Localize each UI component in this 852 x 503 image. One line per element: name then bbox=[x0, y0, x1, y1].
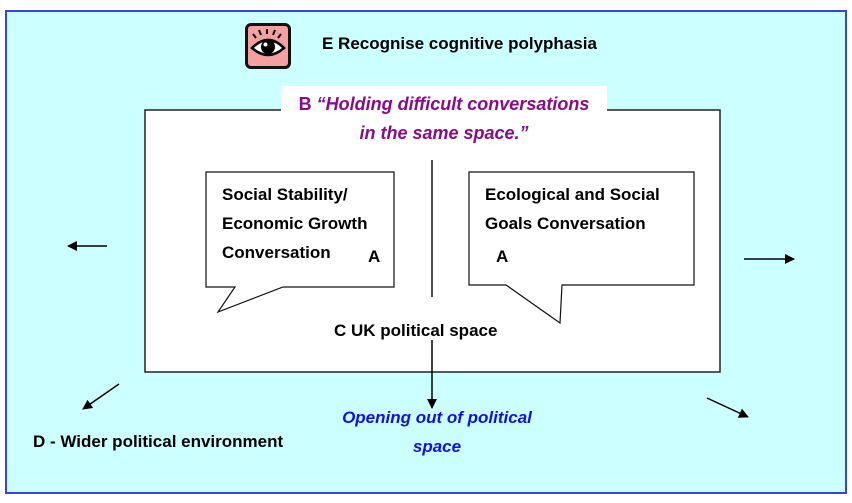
label-d: D - Wider political environment bbox=[33, 432, 284, 451]
opening-line: space bbox=[412, 437, 462, 456]
left-bubble-text: Social Stability/ Economic Growth Conver… bbox=[222, 180, 367, 267]
left-bubble-tag: A bbox=[368, 247, 381, 266]
label-e: E Recognise cognitive polyphasia bbox=[322, 34, 597, 53]
right-speech-bubble bbox=[468, 171, 695, 325]
left-bubble-line: Social Stability/ bbox=[222, 185, 348, 204]
left-bubble-line: Conversation bbox=[222, 243, 331, 262]
right-bubble-text: Ecological and Social Goals Conversation bbox=[485, 180, 660, 238]
label-c: C UK political space bbox=[334, 321, 498, 340]
label-b-quote: “Holding difficult conversations bbox=[316, 94, 590, 114]
label-b-box: B “Holding difficult conversations in th… bbox=[281, 86, 607, 150]
eye-icon bbox=[245, 23, 291, 69]
arrow-down-right bbox=[706, 397, 749, 418]
label-b-line1: B “Holding difficult conversations bbox=[281, 90, 607, 119]
label-b-prefix: B bbox=[298, 94, 317, 114]
left-bubble-line: Economic Growth bbox=[222, 214, 368, 233]
right-bubble-line: Ecological and Social bbox=[485, 185, 660, 204]
right-bubble-line: Goals Conversation bbox=[485, 214, 646, 233]
arrow-down-left bbox=[82, 383, 120, 410]
opening-line: Opening out of political bbox=[342, 408, 532, 427]
right-bubble-tag: A bbox=[496, 247, 509, 266]
left-speech-bubble bbox=[205, 171, 395, 314]
label-b-line2: in the same space.” bbox=[359, 123, 529, 143]
label-opening-out: Opening out of political space bbox=[322, 403, 552, 461]
